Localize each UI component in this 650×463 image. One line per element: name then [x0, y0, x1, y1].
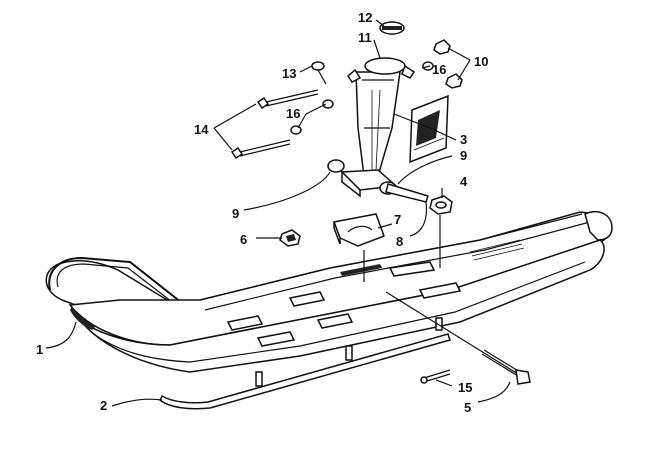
callout-16-left: 16: [286, 106, 300, 121]
callout-9-right: 9: [460, 148, 467, 163]
callout-3: 3: [460, 132, 467, 147]
saddle: [332, 213, 385, 247]
callout-labels: 1 2 3 4 5 6 7 8 9 9 10 11 12 13 14 15 16…: [36, 10, 488, 415]
callout-12: 12: [358, 10, 372, 25]
callout-14: 14: [194, 122, 209, 137]
cotter-pin-15: [420, 369, 451, 384]
leader-lines: [45, 19, 511, 407]
callout-4: 4: [460, 174, 468, 189]
spindle: [347, 21, 416, 177]
wear-bar: [159, 317, 451, 410]
callout-2: 2: [100, 398, 107, 413]
callout-11: 11: [358, 30, 372, 45]
bolts-14: [230, 89, 319, 160]
nut-6: [279, 229, 301, 247]
callout-8: 8: [396, 234, 403, 249]
locknut-4: [429, 195, 453, 268]
callout-10: 10: [474, 54, 488, 69]
callout-7: 7: [394, 212, 401, 227]
callout-5: 5: [464, 400, 471, 415]
callout-9-left: 9: [232, 206, 239, 221]
screw-13: [311, 61, 327, 85]
bolt-5: [385, 291, 531, 385]
callout-16-right: 16: [432, 62, 446, 77]
callout-13: 13: [282, 66, 296, 81]
callout-1: 1: [36, 342, 43, 357]
decal: [409, 94, 449, 164]
ski-body: [45, 210, 613, 373]
callout-6: 6: [240, 232, 247, 247]
callout-15: 15: [458, 380, 472, 395]
spindle-bracket: [327, 159, 429, 203]
